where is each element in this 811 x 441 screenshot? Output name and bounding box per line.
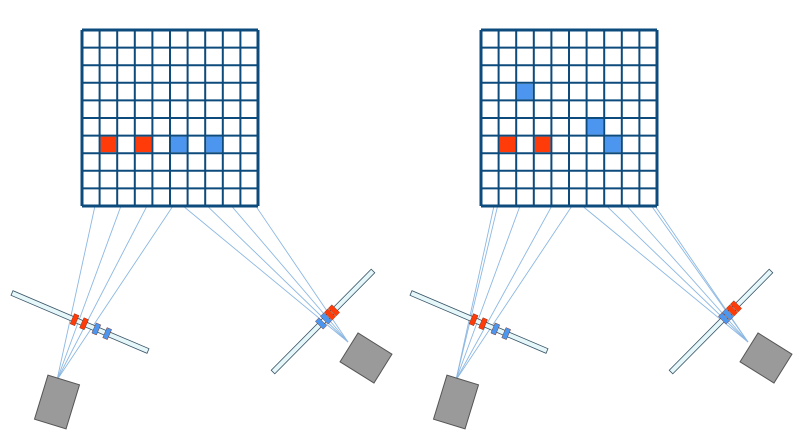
- filled-cell-red: [499, 136, 516, 153]
- sensor-bar: [409, 290, 549, 354]
- sensor-mark-red: [730, 300, 742, 313]
- sensor-mark-blue: [501, 327, 511, 340]
- camera-b-assembly: [270, 268, 393, 384]
- filled-cell-blue: [171, 136, 187, 153]
- sensor-mark-red: [324, 308, 336, 321]
- voxel-grid: [479, 28, 659, 208]
- filled-cell-blue: [605, 136, 621, 153]
- filled-cell-blue: [517, 83, 533, 100]
- sensor-mark-red: [468, 313, 479, 326]
- sensor-mark-blue: [722, 308, 734, 321]
- filled-cell-blue: [206, 136, 222, 153]
- camera-a-assembly: [10, 290, 150, 430]
- filled-cell-red: [135, 136, 152, 153]
- sensor-mark-red: [726, 304, 738, 317]
- sensor-mark-blue: [315, 317, 327, 330]
- camera-body: [339, 332, 393, 384]
- panel-right-setup: [409, 28, 793, 430]
- camera-a-assembly: [409, 290, 549, 430]
- panel-left-setup: [10, 28, 393, 430]
- filled-cell-red: [100, 136, 117, 153]
- sensor-mark-blue: [102, 327, 112, 340]
- sensor-mark-blue: [91, 322, 102, 336]
- camera-body: [432, 374, 480, 430]
- sensor-bar: [270, 268, 376, 375]
- sensor-bar: [10, 290, 150, 354]
- sensor-bar: [668, 268, 774, 375]
- camera-body: [33, 374, 81, 430]
- sensor-mark-red: [79, 317, 89, 331]
- sensor-mark-blue: [320, 312, 332, 325]
- voxel-grid: [80, 28, 260, 208]
- sensor-mark-red: [69, 313, 80, 326]
- sensor-mark-red: [478, 317, 488, 331]
- sensor-mark-red: [328, 304, 340, 317]
- sensor-mark-blue: [490, 322, 501, 336]
- filled-cell-red: [534, 136, 551, 153]
- camera-b-assembly: [668, 268, 793, 384]
- sensor-mark-blue: [718, 312, 730, 325]
- camera-body: [739, 332, 793, 384]
- filled-cell-blue: [587, 119, 604, 135]
